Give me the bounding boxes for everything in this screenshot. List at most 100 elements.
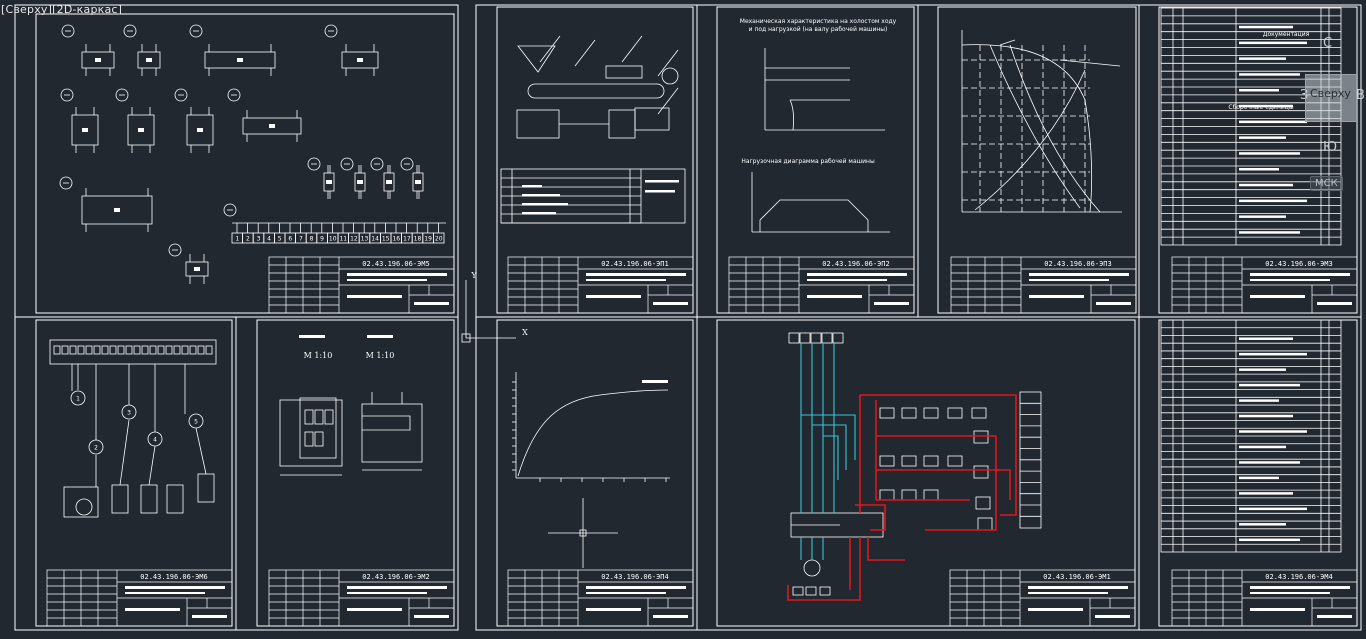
device-core	[82, 128, 88, 132]
title-text-bar	[1029, 273, 1129, 276]
curve-b	[989, 44, 1081, 209]
terminal-number: 5	[278, 236, 282, 243]
terminal-slot	[181, 345, 189, 355]
viewcube-face-top[interactable]: Сверху	[1310, 87, 1351, 100]
terminal-slot	[101, 345, 109, 355]
sheet-code: 02.43.196.06-ЭП2	[822, 260, 889, 268]
title-text-bar	[1250, 295, 1305, 298]
mech-char-title-2: и под нагрузкой (на валу рабочей машины)	[749, 26, 888, 33]
em1-contents	[788, 332, 1042, 596]
relay-contact	[901, 489, 917, 501]
hopper	[517, 45, 556, 73]
terminal-slot	[117, 345, 125, 355]
device-box	[111, 484, 129, 514]
spec-text	[1239, 445, 1286, 449]
spec-text	[1239, 368, 1286, 371]
title-text-bar	[125, 592, 205, 594]
spec-text	[1239, 152, 1300, 155]
terminal-slot	[197, 345, 205, 355]
relay-coil	[975, 496, 991, 510]
device-core	[95, 58, 101, 62]
relay-contact	[901, 455, 917, 467]
motor-symbol	[75, 498, 93, 516]
device-core	[114, 208, 120, 212]
device-core	[197, 128, 203, 132]
spec-text	[1239, 461, 1300, 464]
terminal-slot	[85, 345, 93, 355]
title-block: 02.43.196.06-ЭП3	[950, 256, 1137, 314]
title-text-bar	[414, 302, 449, 305]
title-block: 02.43.196.06-ЭП2	[728, 256, 915, 314]
terminal-slot	[109, 345, 117, 355]
wcs-menu[interactable]: МСК	[1310, 176, 1343, 191]
leader-line	[999, 39, 1016, 46]
view-title-bar	[299, 335, 325, 338]
spec-text	[1239, 414, 1293, 418]
compass-east[interactable]: В	[1356, 88, 1365, 103]
title-text-bar	[1317, 302, 1352, 305]
compass-south[interactable]: Ю	[1323, 140, 1338, 155]
terminal-slot	[133, 345, 141, 355]
spec-text	[1239, 168, 1279, 171]
spec-text	[1239, 492, 1293, 495]
terminal-number: 20	[435, 236, 443, 243]
ucs-origin	[461, 333, 471, 343]
spec-text	[1239, 89, 1279, 92]
em4-contents	[1160, 319, 1342, 553]
device-symbol	[81, 51, 115, 69]
title-text-bar	[1028, 586, 1128, 589]
view-label[interactable]: [Сверху]	[1, 3, 53, 16]
terminal-number: 9	[320, 236, 324, 243]
sheet-code: 02.43.196.06-ЭМ6	[140, 573, 207, 581]
compass-north[interactable]: С	[1323, 36, 1333, 51]
table-text	[522, 194, 560, 197]
device-symbol	[127, 114, 155, 146]
terminal-number: 17	[403, 236, 411, 243]
relay-contact	[879, 455, 895, 467]
sheet-code: 02.43.196.06-ЭМ3	[1265, 260, 1332, 268]
compass-west[interactable]: З	[1300, 88, 1308, 103]
motor-symbol	[803, 559, 821, 577]
leader-line	[657, 87, 679, 115]
relay-contact	[901, 407, 917, 419]
sheet-outer-frame	[475, 4, 698, 318]
position-callout	[223, 203, 237, 217]
cables	[95, 419, 207, 487]
device-box	[140, 484, 158, 514]
relay-coil	[973, 430, 989, 444]
table-text	[522, 185, 542, 188]
spec-text	[1239, 538, 1300, 542]
title-text-bar	[586, 608, 641, 611]
terminal-slot	[77, 345, 85, 355]
terminal-number: 11	[339, 236, 347, 243]
spec-text	[1239, 73, 1300, 76]
device-symbol	[242, 117, 302, 135]
title-text-bar	[1250, 273, 1350, 276]
viewcube[interactable]: Сверху	[1305, 74, 1357, 122]
device-symbol	[412, 172, 424, 192]
machine-block	[634, 107, 670, 131]
control-wires-cyan	[800, 343, 856, 560]
terminal-number: 12	[350, 236, 358, 243]
title-text-bar	[586, 295, 641, 298]
leader-line	[574, 39, 596, 67]
device-symbol	[204, 51, 276, 69]
viewport-controls-label[interactable]: [Сверху][2D-каркас]	[1, 3, 122, 16]
title-block: 02.43.196.06-ЭМ3	[1171, 256, 1358, 314]
sheet-inner-frame	[35, 13, 455, 314]
relay-contact	[923, 489, 939, 501]
visual-style-label[interactable]: [2D-каркас]	[52, 3, 123, 16]
position-callout	[59, 176, 73, 190]
thermal-relay	[819, 586, 831, 596]
terminal-number: 16	[392, 236, 400, 243]
title-text-bar	[653, 615, 688, 618]
title-text-bar	[874, 302, 909, 305]
title-text-bar	[1250, 279, 1330, 281]
title-block: 02.43.196.06-ЭМ2	[268, 569, 455, 627]
terminal-block	[49, 339, 217, 365]
title-text-bar	[1096, 302, 1131, 305]
